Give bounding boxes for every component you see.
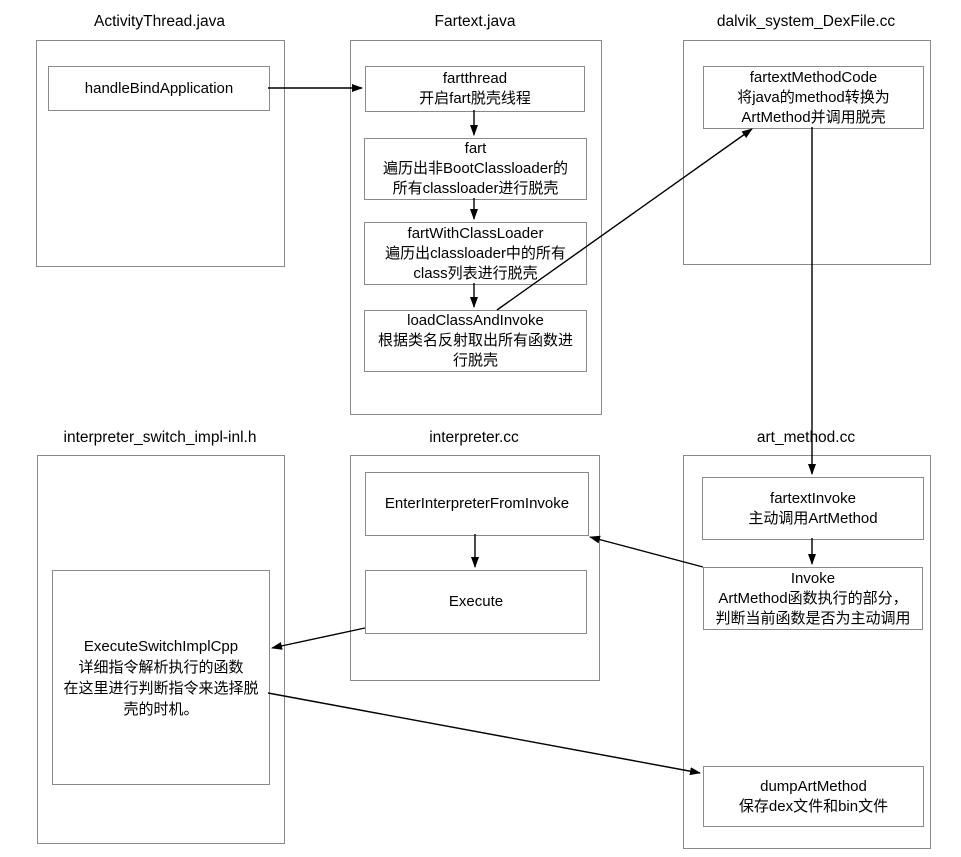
node-handlebindapplication: handleBindApplication bbox=[48, 66, 270, 111]
node-invoke: Invoke ArtMethod函数执行的部分， 判断当前函数是否为主动调用 bbox=[703, 567, 923, 630]
node-label: handleBindApplication bbox=[84, 79, 234, 97]
node-label: fartWithClassLoader bbox=[407, 224, 544, 242]
node-label: 保存dex文件和bin文件 bbox=[738, 797, 889, 815]
node-fartwithclassloader: fartWithClassLoader 遍历出classloader中的所有 c… bbox=[364, 222, 587, 285]
node-label: ArtMethod并调用脱壳 bbox=[741, 108, 886, 126]
node-fart: fart 遍历出非BootClassloader的 所有classloader进… bbox=[364, 138, 587, 200]
node-label: 主动调用ArtMethod bbox=[748, 509, 878, 527]
file-title-art-method: art_method.cc bbox=[756, 429, 856, 446]
node-label: 开启fart脱壳线程 bbox=[419, 90, 531, 107]
node-label: loadClassAndInvoke bbox=[407, 312, 544, 329]
node-fartthread: fartthread 开启fart脱壳线程 bbox=[365, 66, 585, 112]
node-executeswitchimplcpp: ExecuteSwitchImplCpp 详细指令解析执行的函数 在这里进行判断… bbox=[52, 570, 270, 785]
arrow-executeswitchimplcpp-to-dumpartmethod bbox=[267, 692, 701, 776]
node-label: 将java的method转换为 bbox=[737, 88, 890, 106]
node-label: fartextMethodCode bbox=[749, 68, 878, 86]
container-activitythread bbox=[36, 40, 285, 267]
file-title-fartext: Fartext.java bbox=[434, 13, 516, 30]
node-fartextinvoke: fartextInvoke 主动调用ArtMethod bbox=[702, 477, 924, 540]
node-execute: Execute bbox=[365, 570, 587, 634]
node-label: 详细指令解析执行的函数 bbox=[78, 658, 244, 676]
file-title-interpreter-switch: interpreter_switch_impl-inl.h bbox=[63, 429, 257, 446]
node-label: fartextInvoke bbox=[770, 489, 856, 507]
node-enterinterpreterfrominvoke: EnterInterpreterFromInvoke bbox=[365, 472, 589, 536]
node-label: 在这里进行判断指令来选择脱 bbox=[63, 679, 259, 697]
node-label: ArtMethod函数执行的部分， bbox=[718, 589, 908, 607]
node-label: 壳的时机。 bbox=[123, 700, 199, 718]
node-label: fartthread bbox=[442, 70, 508, 87]
node-label: Execute bbox=[448, 593, 504, 610]
node-label: 根据类名反射取出所有函数进 bbox=[377, 332, 573, 349]
container-interpreter-switch bbox=[37, 455, 285, 844]
node-label: fart bbox=[464, 140, 487, 157]
file-title-activitythread: ActivityThread.java bbox=[94, 13, 225, 30]
node-label: 判断当前函数是否为主动调用 bbox=[715, 609, 911, 627]
node-label: ExecuteSwitchImplCpp bbox=[83, 637, 239, 655]
node-label: EnterInterpreterFromInvoke bbox=[384, 495, 570, 512]
file-title-interpreter: interpreter.cc bbox=[429, 429, 519, 446]
container-art-method bbox=[683, 455, 931, 849]
file-title-dalvik-dexfile: dalvik_system_DexFile.cc bbox=[716, 13, 896, 30]
node-dumpartmethod: dumpArtMethod 保存dex文件和bin文件 bbox=[703, 766, 924, 827]
node-label: class列表进行脱壳 bbox=[413, 264, 538, 282]
node-label: dumpArtMethod bbox=[760, 777, 867, 795]
node-loadclassandinvoke: loadClassAndInvoke 根据类名反射取出所有函数进 行脱壳 bbox=[364, 310, 587, 372]
node-fartextmethodcode: fartextMethodCode 将java的method转换为 ArtMet… bbox=[703, 66, 924, 129]
container-interpreter bbox=[350, 455, 600, 681]
node-label: 遍历出classloader中的所有 bbox=[385, 244, 566, 262]
node-label: 所有classloader进行脱壳 bbox=[392, 180, 559, 197]
node-label: 遍历出非BootClassloader的 bbox=[382, 160, 569, 177]
node-label: Invoke bbox=[790, 569, 836, 587]
node-label: 行脱壳 bbox=[452, 352, 498, 369]
